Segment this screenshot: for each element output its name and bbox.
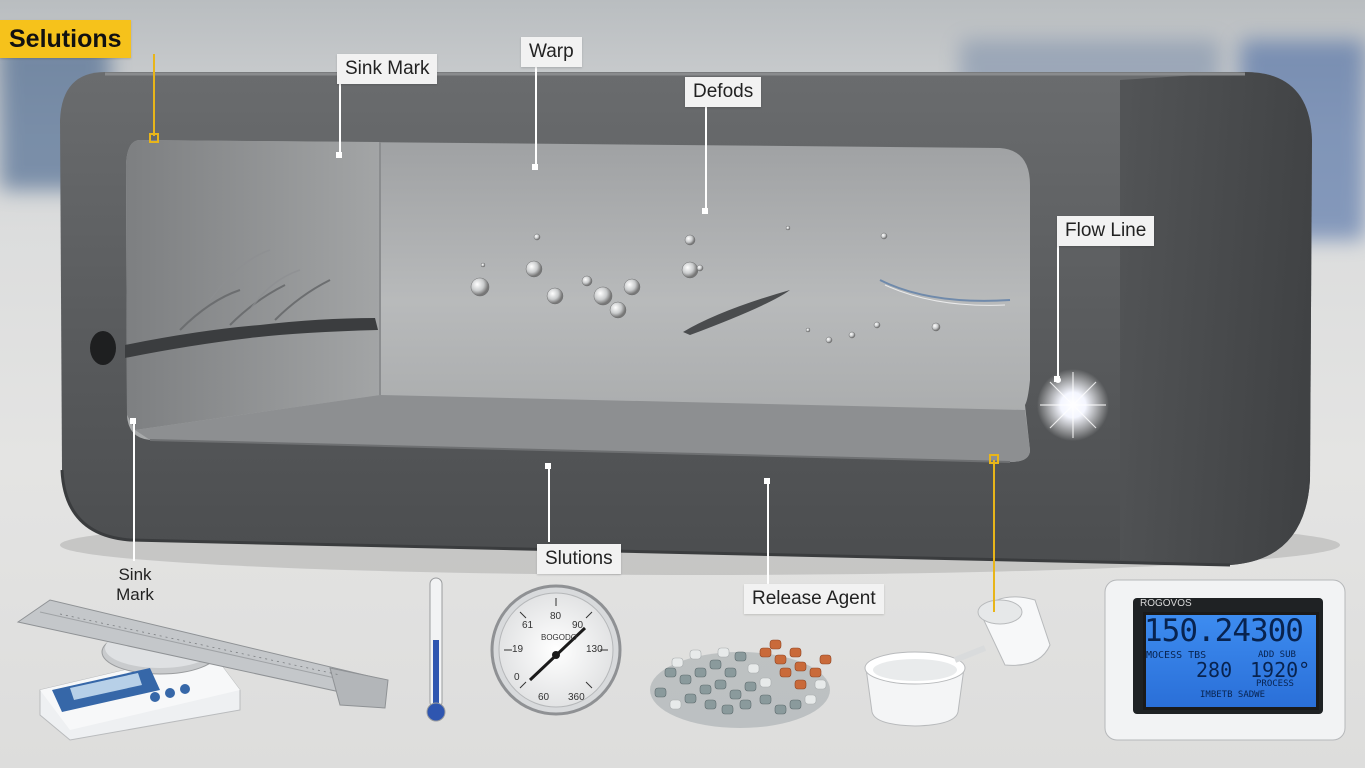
gauge-scale-bottom: 60 (538, 692, 550, 703)
meter-display (1143, 612, 1319, 710)
leader-line-sink-mark (339, 79, 341, 155)
label-release-agent: Release Agent (744, 584, 884, 614)
leader-line-solutions (153, 54, 155, 136)
gauge-scale-mid-right: 130 (586, 644, 603, 655)
plastic-pellets-icon (650, 639, 832, 728)
marker-solutions (149, 133, 159, 143)
meter-row2-left: 280 (1196, 658, 1233, 682)
gauge-scale-low-left: 0 (514, 672, 520, 683)
meter-row4: IMBETB SADWE (1200, 690, 1266, 700)
marker-sink-bottom (130, 418, 136, 424)
meter-row1-label: MOCESS TBS (1146, 650, 1207, 661)
leader-line-flow-line (1057, 244, 1059, 378)
label-flow-line: Flow Line (1057, 216, 1155, 246)
caliper-icon (16, 599, 389, 709)
meter-main-value: 150.24300 (1144, 613, 1304, 649)
leader-line-warp (535, 62, 537, 166)
label-defects: Defods (685, 77, 762, 107)
marker-defects (702, 208, 708, 214)
leader-line-cup (993, 460, 995, 612)
marker-solutions-mid (545, 463, 551, 469)
gauge-scale-left: 61 (522, 620, 534, 631)
gauge-brand: BOGODO (541, 633, 578, 642)
gauge-scale-right: 90 (572, 620, 584, 631)
label-sink-word: Sink (118, 565, 152, 584)
label-solutions-mid: Slutions (537, 544, 621, 574)
marker-sink-mark (336, 152, 342, 158)
label-sink-mark: Sink Mark (337, 54, 438, 84)
meter-row1-right: ADD SUB (1258, 650, 1296, 660)
release-agent-cup-icon (864, 596, 1051, 727)
leader-line-solutions-mid (548, 466, 550, 542)
marker-flow-line (1054, 376, 1060, 382)
meter-brand: ROGOVOS (1140, 598, 1192, 609)
marker-release-agent (764, 478, 770, 484)
pressure-gauge-icon (490, 584, 622, 716)
thermometer-icon (426, 577, 446, 722)
meter-row2-right: 1920° (1250, 658, 1311, 682)
marker-cup (989, 454, 999, 464)
meter-row3-right: PROCESS (1256, 679, 1294, 689)
solutions-tag: Selutions (0, 20, 131, 58)
gauge-scale-mid-left: 19 (512, 644, 524, 655)
gauge-scale-bottom-right: 360 (568, 692, 585, 703)
label-sink-bottom: Sink Mark (112, 565, 158, 605)
label-warp: Warp (521, 37, 582, 67)
marker-warp (532, 164, 538, 170)
leader-line-release-agent (767, 481, 769, 584)
gauge-scale-top: 80 (550, 611, 562, 622)
leader-line-defects (705, 103, 707, 211)
label-mark-word: Mark (116, 585, 154, 604)
leader-line-sink-bottom (133, 421, 135, 561)
